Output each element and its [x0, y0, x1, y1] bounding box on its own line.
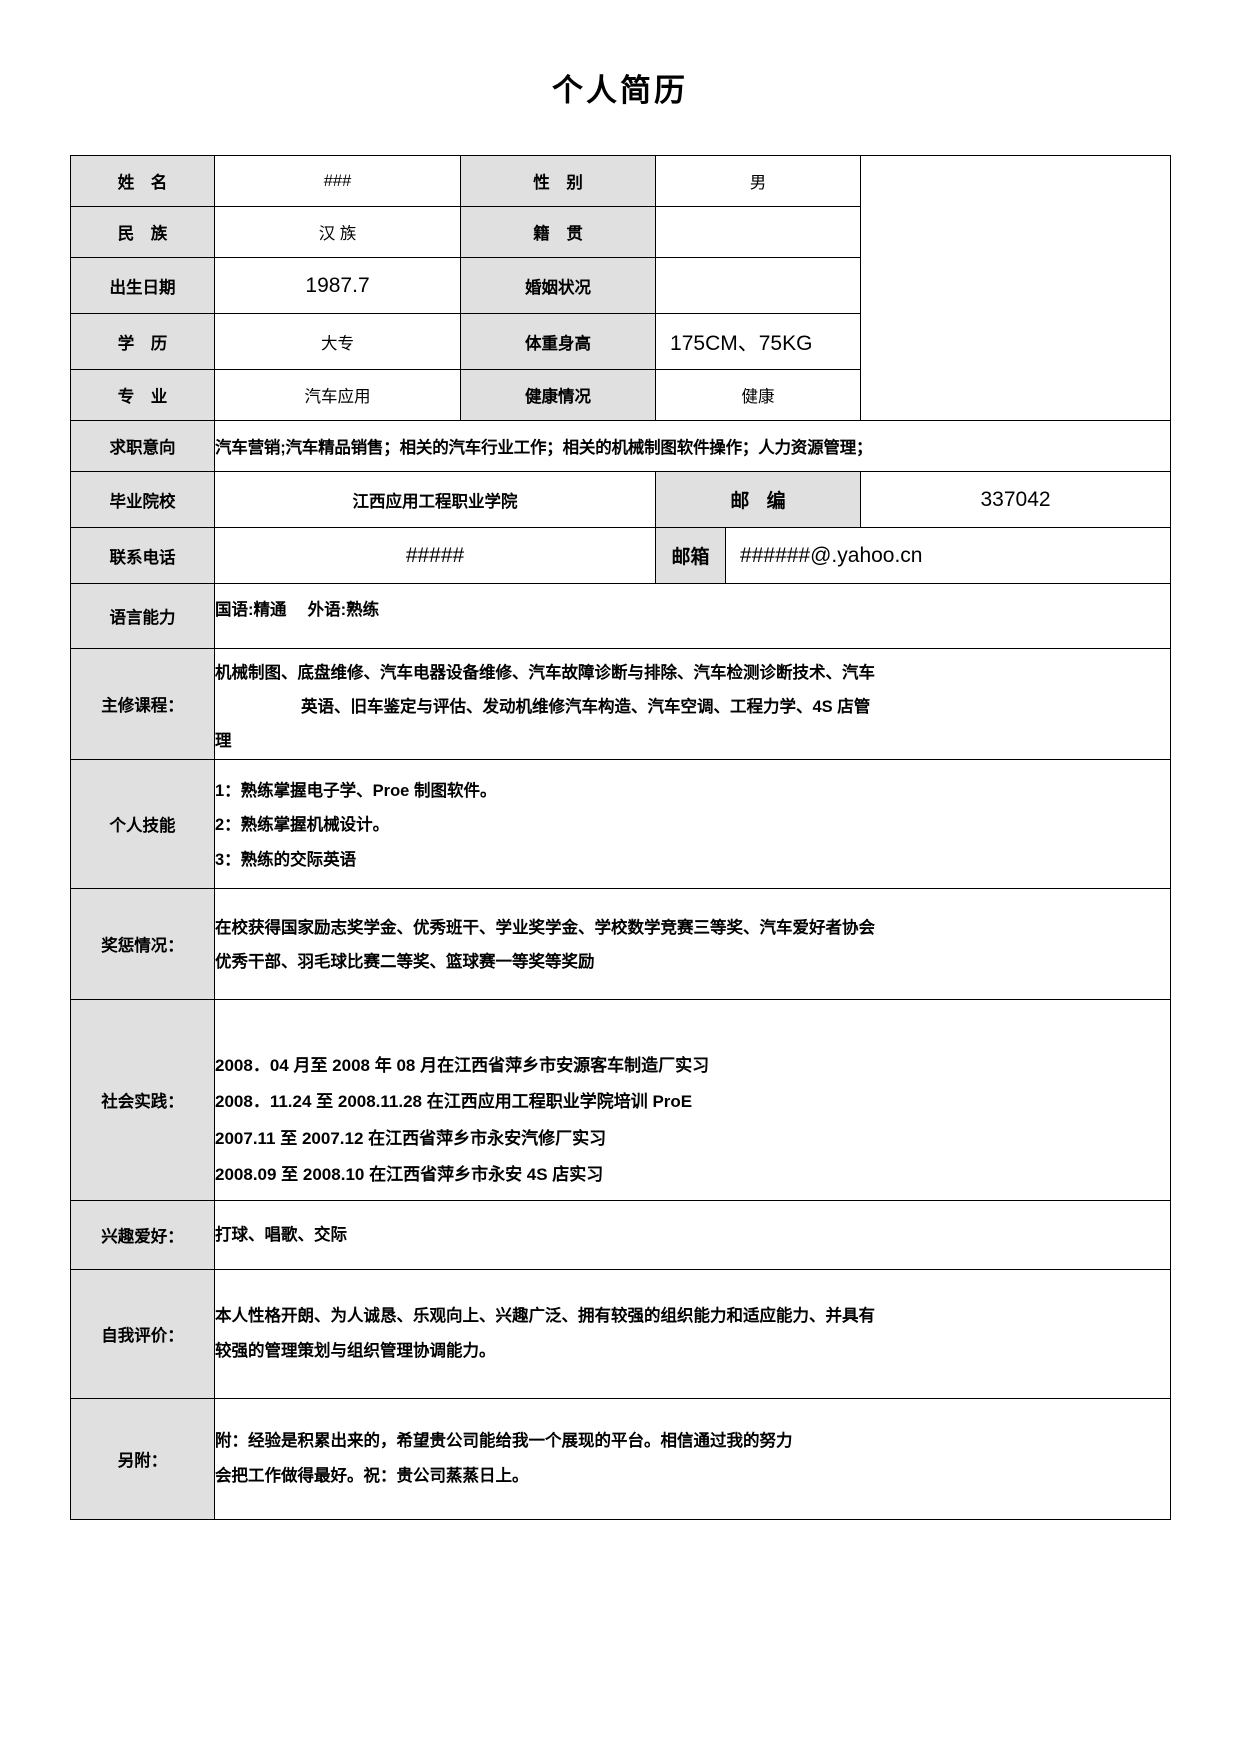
- skill-item: 3：熟练的交际英语: [215, 850, 357, 869]
- label-postcode: 邮 编: [655, 471, 862, 529]
- practice-item: 2008．04 月至 2008 年 08 月在江西省萍乡市安源客车制造厂实习: [215, 1055, 710, 1075]
- value-birthdate: 1987.7: [213, 257, 462, 315]
- value-hobbies: 打球、唱歌、交际: [213, 1199, 1172, 1270]
- practice-item: 2007.11 至 2007.12 在江西省萍乡市永安汽修厂实习: [215, 1128, 607, 1148]
- table-row-skills: 个人技能 1：熟练掌握电子学、Proe 制图软件。 2：熟练掌握机械设计。 3：…: [70, 758, 1172, 889]
- table-row-name: 姓 名 ### 性 别 男: [70, 155, 1172, 422]
- value-objective: 汽车营销;汽车精品销售；相关的汽车行业工作；相关的机械制图软件操作；人力资源管理…: [213, 420, 1172, 473]
- label-birthdate: 出生日期: [70, 257, 215, 315]
- label-major: 专 业: [70, 369, 215, 422]
- value-gender: 男: [655, 155, 862, 208]
- table-row-contact: 联系电话 ##### 邮箱 ######@.yahoo.cn: [70, 527, 1172, 585]
- value-awards: 在校获得国家励志奖学金、优秀班干、学业奖学金、学校数学竞赛三等奖、汽车爱好者协会…: [213, 887, 1172, 1000]
- label-appendix: 另附：: [70, 1397, 215, 1520]
- self-evaluation-line-2: 较强的管理策划与组织管理协调能力。: [215, 1341, 496, 1360]
- table-row-school: 毕业院校 江西应用工程职业学院 邮 编 337042: [70, 471, 1172, 529]
- table-row-language: 语言能力 国语:精通 外语:熟练: [70, 583, 1172, 650]
- label-name: 姓 名: [70, 155, 215, 208]
- self-evaluation-line-1: 本人性格开朗、为人诚恳、乐观向上、兴趣广泛、拥有较强的组织能力和适应能力、并具有: [215, 1306, 875, 1325]
- value-self-evaluation: 本人性格开朗、为人诚恳、乐观向上、兴趣广泛、拥有较强的组织能力和适应能力、并具有…: [213, 1268, 1172, 1399]
- courses-line-2: 英语、旧车鉴定与评估、发动机维修汽车构造、汽车空调、工程力学、4S 店管: [301, 698, 871, 716]
- value-education: 大专: [213, 313, 462, 371]
- value-school: 江西应用工程职业学院: [213, 471, 657, 529]
- label-ethnicity: 民 族: [70, 206, 215, 259]
- table-row-appendix: 另附： 附：经验是积累出来的，希望贵公司能给我一个展现的平台。相信通过我的努力 …: [70, 1397, 1172, 1520]
- label-courses: 主修课程：: [70, 648, 215, 760]
- value-major: 汽车应用: [213, 369, 462, 422]
- table-row-education: 学 历 大专 体重身高 175CM、75KG: [70, 313, 1171, 371]
- practice-item: 2008．11.24 至 2008.11.28 在江西应用工程职业学院培训 Pr…: [215, 1092, 693, 1112]
- value-hometown: [655, 206, 862, 259]
- label-body: 体重身高: [460, 313, 657, 371]
- label-hobbies: 兴趣爱好：: [70, 1199, 215, 1270]
- table-row-objective: 求职意向 汽车营销;汽车精品销售；相关的汽车行业工作；相关的机械制图软件操作；人…: [70, 420, 1172, 473]
- value-appendix: 附：经验是积累出来的，希望贵公司能给我一个展现的平台。相信通过我的努力 会把工作…: [213, 1397, 1172, 1520]
- value-email: ######@.yahoo.cn: [725, 527, 1172, 585]
- courses-line-3: 理: [215, 731, 232, 750]
- courses-line-1: 机械制图、底盘维修、汽车电器设备维修、汽车故障诊断与排除、汽车检测诊断技术、汽车: [215, 664, 875, 683]
- label-marital: 婚姻状况: [460, 257, 657, 315]
- label-practice: 社会实践：: [70, 998, 215, 1201]
- table-row-hobbies: 兴趣爱好： 打球、唱歌、交际: [70, 1199, 1172, 1270]
- value-marital: [655, 257, 862, 315]
- label-email: 邮箱: [655, 527, 727, 585]
- appendix-line-2: 会把工作做得最好。祝：贵公司蒸蒸日上。: [215, 1466, 529, 1485]
- value-name: ###: [213, 155, 462, 208]
- value-skills: 1：熟练掌握电子学、Proe 制图软件。 2：熟练掌握机械设计。 3：熟练的交际…: [213, 758, 1172, 889]
- table-row-major: 专 业 汽车应用 健康情况 健康: [70, 369, 1171, 422]
- photo-placeholder: [860, 155, 1172, 422]
- label-phone: 联系电话: [70, 527, 215, 585]
- skill-item: 1：熟练掌握电子学、Proe 制图软件。: [215, 781, 497, 800]
- skill-item: 2：熟练掌握机械设计。: [215, 816, 390, 835]
- label-awards: 奖惩情况：: [70, 887, 215, 1000]
- label-objective: 求职意向: [70, 420, 215, 473]
- label-health: 健康情况: [460, 369, 657, 422]
- appendix-line-1: 附：经验是积累出来的，希望贵公司能给我一个展现的平台。相信通过我的努力: [215, 1431, 793, 1450]
- value-language: 国语:精通 外语:熟练: [213, 583, 1172, 650]
- value-ethnicity: 汉 族: [213, 206, 462, 259]
- label-language: 语言能力: [70, 583, 215, 650]
- table-row-courses: 主修课程： 机械制图、底盘维修、汽车电器设备维修、汽车故障诊断与排除、汽车检测诊…: [70, 648, 1172, 760]
- label-skills: 个人技能: [70, 758, 215, 889]
- value-courses: 机械制图、底盘维修、汽车电器设备维修、汽车故障诊断与排除、汽车检测诊断技术、汽车…: [213, 648, 1172, 760]
- practice-item: 2008.09 至 2008.10 在江西省萍乡市永安 4S 店实习: [215, 1165, 604, 1185]
- page-title: 个人简历: [552, 73, 688, 108]
- table-row-awards: 奖惩情况： 在校获得国家励志奖学金、优秀班干、学业奖学金、学校数学竞赛三等奖、汽…: [70, 887, 1172, 1000]
- awards-line-1: 在校获得国家励志奖学金、优秀班干、学业奖学金、学校数学竞赛三等奖、汽车爱好者协会: [215, 918, 875, 937]
- table-row-practice: 社会实践： 2008．04 月至 2008 年 08 月在江西省萍乡市安源客车制…: [70, 998, 1172, 1201]
- value-postcode: 337042: [860, 471, 1172, 529]
- awards-line-2: 优秀干部、羽毛球比赛二等奖、篮球赛一等奖等奖励: [215, 953, 595, 972]
- resume-table: 姓 名 ### 性 别 男 民 族 汉 族 籍 贯 出生日期 1987.7 婚姻…: [70, 155, 1172, 1520]
- label-hometown: 籍 贯: [460, 206, 657, 259]
- label-school: 毕业院校: [70, 471, 215, 529]
- value-health: 健康: [655, 369, 862, 422]
- value-body: 175CM、75KG: [655, 313, 862, 371]
- table-row-self-evaluation: 自我评价： 本人性格开朗、为人诚恳、乐观向上、兴趣广泛、拥有较强的组织能力和适应…: [70, 1268, 1172, 1399]
- value-phone: #####: [213, 527, 657, 585]
- value-practice: 2008．04 月至 2008 年 08 月在江西省萍乡市安源客车制造厂实习 2…: [213, 998, 1172, 1201]
- label-gender: 性 别: [460, 155, 657, 208]
- table-row-birthdate: 出生日期 1987.7 婚姻状况: [70, 257, 1171, 315]
- label-self-evaluation: 自我评价：: [70, 1268, 215, 1399]
- label-education: 学 历: [70, 313, 215, 371]
- table-row-ethnicity: 民 族 汉 族 籍 贯: [70, 206, 1171, 259]
